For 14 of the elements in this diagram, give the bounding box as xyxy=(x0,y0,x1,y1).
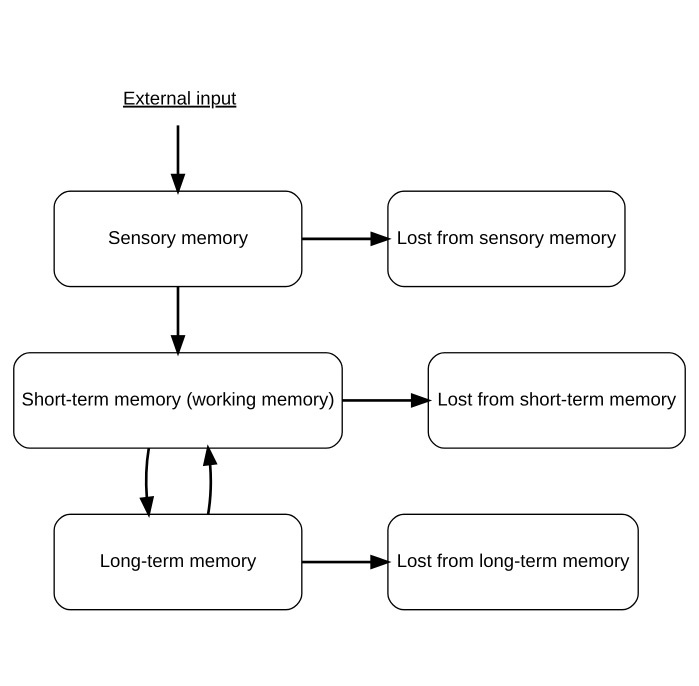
node-box: Lost from short-term memory xyxy=(428,352,686,448)
arrow xyxy=(202,444,218,514)
arrow xyxy=(139,447,154,518)
arrow xyxy=(170,286,186,356)
node-box: Lost from sensory memory xyxy=(387,190,626,287)
node-box: Short-term memory (working memory) xyxy=(13,352,343,448)
node-text: External input xyxy=(123,87,236,108)
node-box: Lost from long-term memory xyxy=(387,513,639,610)
node-box: Sensory memory xyxy=(54,190,302,287)
arrow xyxy=(342,392,432,408)
node-box: Long-term memory xyxy=(54,513,302,610)
arrow xyxy=(302,230,392,246)
arrow xyxy=(170,124,186,194)
arrow xyxy=(302,554,392,569)
